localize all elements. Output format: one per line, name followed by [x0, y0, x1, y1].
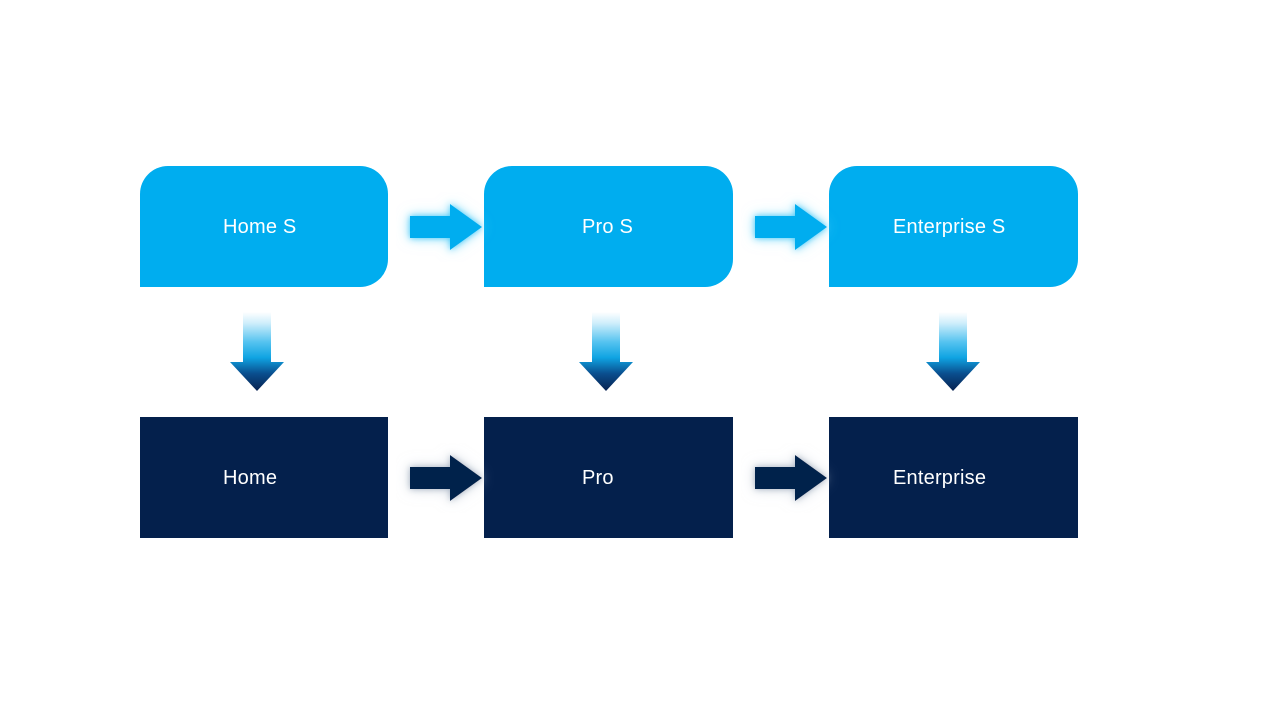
node-label-pro: Pro	[582, 466, 614, 489]
arrow-pro-to-enterprise	[741, 443, 841, 513]
arrow-home-s-to-pro-s	[396, 192, 496, 262]
node-pro-s[interactable]: Pro S	[484, 166, 733, 287]
arrow-pro-s-to-enterprise-s	[741, 192, 841, 262]
node-label-home-s: Home S	[223, 215, 297, 238]
node-enterprise[interactable]: Enterprise	[829, 417, 1078, 538]
arrow-home-to-pro	[396, 443, 496, 513]
node-pro[interactable]: Pro	[484, 417, 733, 538]
arrow-home-s-to-home	[227, 310, 287, 394]
arrow-pro-s-to-pro	[576, 310, 636, 394]
arrow-enterprise-s-to-enterprise	[923, 310, 983, 394]
node-enterprise-s[interactable]: Enterprise S	[829, 166, 1078, 287]
node-home[interactable]: Home	[140, 417, 388, 538]
node-home-s[interactable]: Home S	[140, 166, 388, 287]
node-label-home: Home	[223, 466, 278, 489]
node-label-enterprise-s: Enterprise S	[893, 215, 1006, 238]
node-label-enterprise: Enterprise	[893, 466, 987, 489]
node-label-pro-s: Pro S	[582, 215, 634, 238]
